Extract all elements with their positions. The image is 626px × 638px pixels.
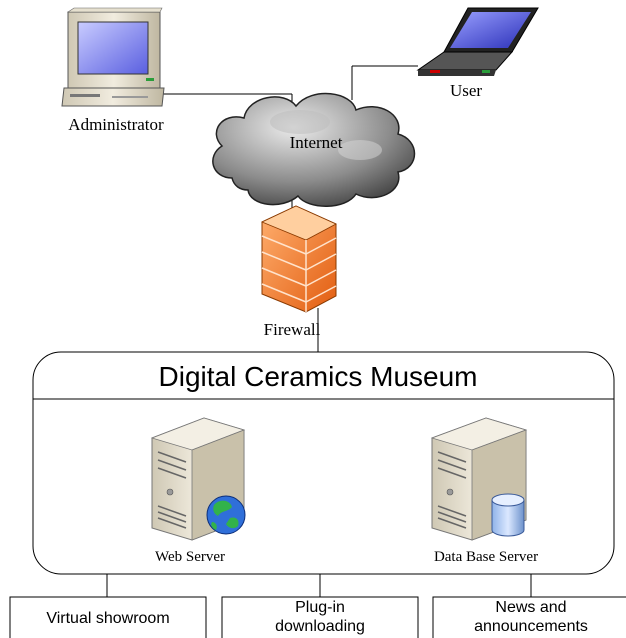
module-label-line1: News and bbox=[495, 599, 566, 616]
module-box: News and announcements bbox=[432, 596, 626, 638]
module-label-line2: downloading bbox=[275, 618, 365, 635]
module-label: Virtual showroom bbox=[46, 610, 169, 627]
firewall-label: Firewall bbox=[264, 320, 321, 339]
firewall-icon bbox=[261, 205, 337, 313]
module-label-line1: Plug-in bbox=[295, 599, 345, 616]
globe-icon bbox=[206, 495, 246, 535]
laptop-icon bbox=[416, 7, 539, 76]
module-label-line2: announcements bbox=[474, 618, 588, 635]
module-box: Virtual showroom bbox=[9, 596, 207, 638]
db-server-label: Data Base Server bbox=[434, 549, 538, 565]
desktop-computer-icon bbox=[61, 7, 165, 107]
database-cylinder-icon bbox=[491, 493, 525, 537]
web-server-label: Web Server bbox=[155, 549, 225, 565]
user-label: User bbox=[450, 81, 482, 100]
internet-label: Internet bbox=[290, 133, 343, 152]
museum-title: Digital Ceramics Museum bbox=[159, 361, 478, 392]
internet-cloud-icon bbox=[212, 92, 416, 207]
administrator-label: Administrator bbox=[68, 115, 164, 134]
module-box: Plug-in downloading bbox=[221, 596, 419, 638]
